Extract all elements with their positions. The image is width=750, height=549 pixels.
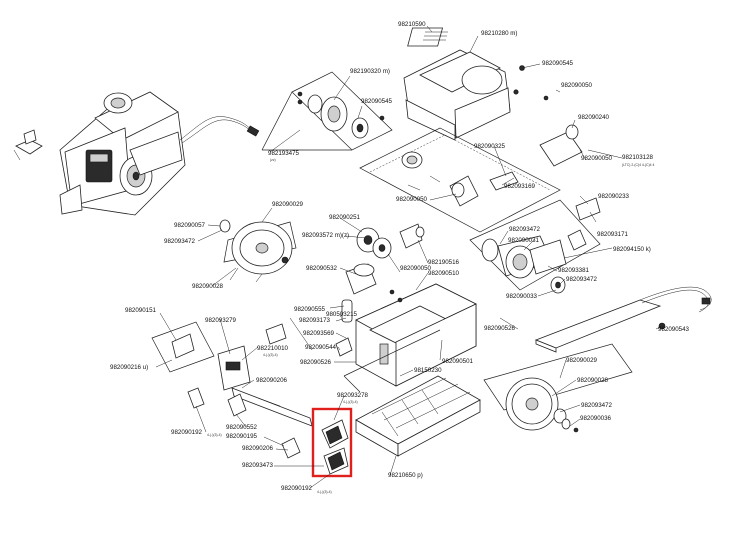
callout-label: 982090028 bbox=[192, 283, 223, 290]
callout-label: 982090526 bbox=[300, 359, 331, 366]
callout-label: 982090216 u) bbox=[110, 364, 149, 371]
callout-label: 982093472 bbox=[566, 276, 597, 283]
callout-label: 982090036 bbox=[580, 415, 611, 422]
callout-label: 982090050 bbox=[561, 82, 592, 89]
base-housing bbox=[343, 283, 477, 393]
callout-label: 982090545 bbox=[542, 60, 573, 67]
callout-label: 982103128 bbox=[622, 154, 653, 161]
callout-label: 982093169 bbox=[504, 183, 535, 190]
left-handwheel bbox=[219, 219, 297, 283]
motor-assembly bbox=[469, 124, 601, 294]
callout-label: 982090031 bbox=[508, 237, 539, 244]
callout-label: 982193475 bbox=[268, 150, 299, 157]
callout-label: 982090532 bbox=[306, 265, 337, 272]
callout-label: 982090544 bbox=[305, 344, 336, 351]
callout-label: 98150230 bbox=[414, 367, 442, 374]
callout-label: 982090555 bbox=[294, 306, 325, 313]
callout-label: 98210650 p) bbox=[388, 472, 423, 479]
callout-label: 982090192 bbox=[281, 485, 312, 492]
top-cover-assembly bbox=[403, 27, 549, 141]
callout-label: 982090233 bbox=[598, 193, 629, 200]
callout-label: 982093472 bbox=[509, 226, 540, 233]
callout-label: 982090325 bbox=[474, 143, 505, 150]
callout-label: 982090057 bbox=[174, 222, 205, 229]
fine-note: (zz) bbox=[270, 158, 276, 162]
callout-label: 98210590 bbox=[398, 21, 426, 28]
fine-note: 4-(-)(3)-4) bbox=[317, 490, 332, 494]
callout-label: 982093381 bbox=[558, 267, 589, 274]
cutter-wheel-group bbox=[261, 71, 393, 151]
callout-label: 982090050 bbox=[396, 196, 427, 203]
callout-label: 982093472 bbox=[164, 238, 195, 245]
callout-label: 982090029 bbox=[272, 201, 303, 208]
callout-label: 982093473 bbox=[242, 462, 273, 469]
callout-label: 982093569 bbox=[303, 330, 334, 337]
callout-label: 982090552 bbox=[226, 424, 257, 431]
callout-label: 982090050 bbox=[400, 265, 431, 272]
highlighted-clamp-parts bbox=[321, 419, 349, 475]
guide-rail-and-cable bbox=[534, 286, 712, 353]
callout-label: 982090206 bbox=[256, 377, 287, 384]
highlight-box bbox=[311, 407, 353, 478]
fine-note: 4-(-)(3)-4) bbox=[207, 433, 222, 437]
callout-label: 982190516 bbox=[428, 259, 459, 266]
assembled-machine-illustration bbox=[13, 91, 260, 216]
callout-label: 982093171 bbox=[597, 231, 628, 238]
callout-label: 982090050 bbox=[581, 155, 612, 162]
callout-label: 982093472 bbox=[581, 402, 612, 409]
callout-label: 982210010 bbox=[257, 345, 288, 352]
callout-label: 982093572 m)(z) bbox=[302, 232, 350, 239]
callout-label: 982090545 bbox=[361, 98, 392, 105]
left-shaft-and-clamps bbox=[151, 317, 353, 459]
callout-label: 982093279 bbox=[205, 317, 236, 324]
fine-note: (LTC) 2-(C)4 4-(C)4 4 bbox=[622, 163, 655, 167]
fine-note: 4-(-)(3)-4) bbox=[343, 400, 358, 404]
callout-label: 982090192 bbox=[171, 429, 202, 436]
callout-label: 982090206 bbox=[242, 445, 273, 452]
callout-label: 982090526 bbox=[484, 325, 515, 332]
callout-label: 982090033 bbox=[506, 293, 537, 300]
callout-label: 982090543 bbox=[658, 326, 689, 333]
callout-label: 982090240 bbox=[578, 114, 609, 121]
tray bbox=[355, 375, 481, 457]
carriage-assembly-frame bbox=[359, 127, 561, 233]
callout-label: 982090501 bbox=[442, 358, 473, 365]
callout-label: 982093173 bbox=[299, 317, 330, 324]
callout-label: 982093278 bbox=[337, 392, 368, 399]
callout-label: 982090151 bbox=[125, 307, 156, 314]
leader-lines bbox=[155, 25, 663, 489]
callout-label: 980503215 bbox=[326, 311, 357, 318]
callout-label: 982190320 m) bbox=[350, 68, 390, 75]
callout-label: 982090251 bbox=[329, 214, 360, 221]
callout-label: 982094150 k) bbox=[613, 246, 651, 253]
callout-label: 982090029 bbox=[566, 357, 597, 364]
callout-label: 982090028 bbox=[577, 377, 608, 384]
right-handwheel bbox=[483, 343, 633, 433]
callout-label: 982090195 bbox=[226, 433, 257, 440]
callout-label: 982090510 bbox=[428, 270, 459, 277]
callout-label: 98210280 m) bbox=[481, 30, 518, 37]
fine-note: 4-(-)(3)-4) bbox=[263, 353, 278, 357]
